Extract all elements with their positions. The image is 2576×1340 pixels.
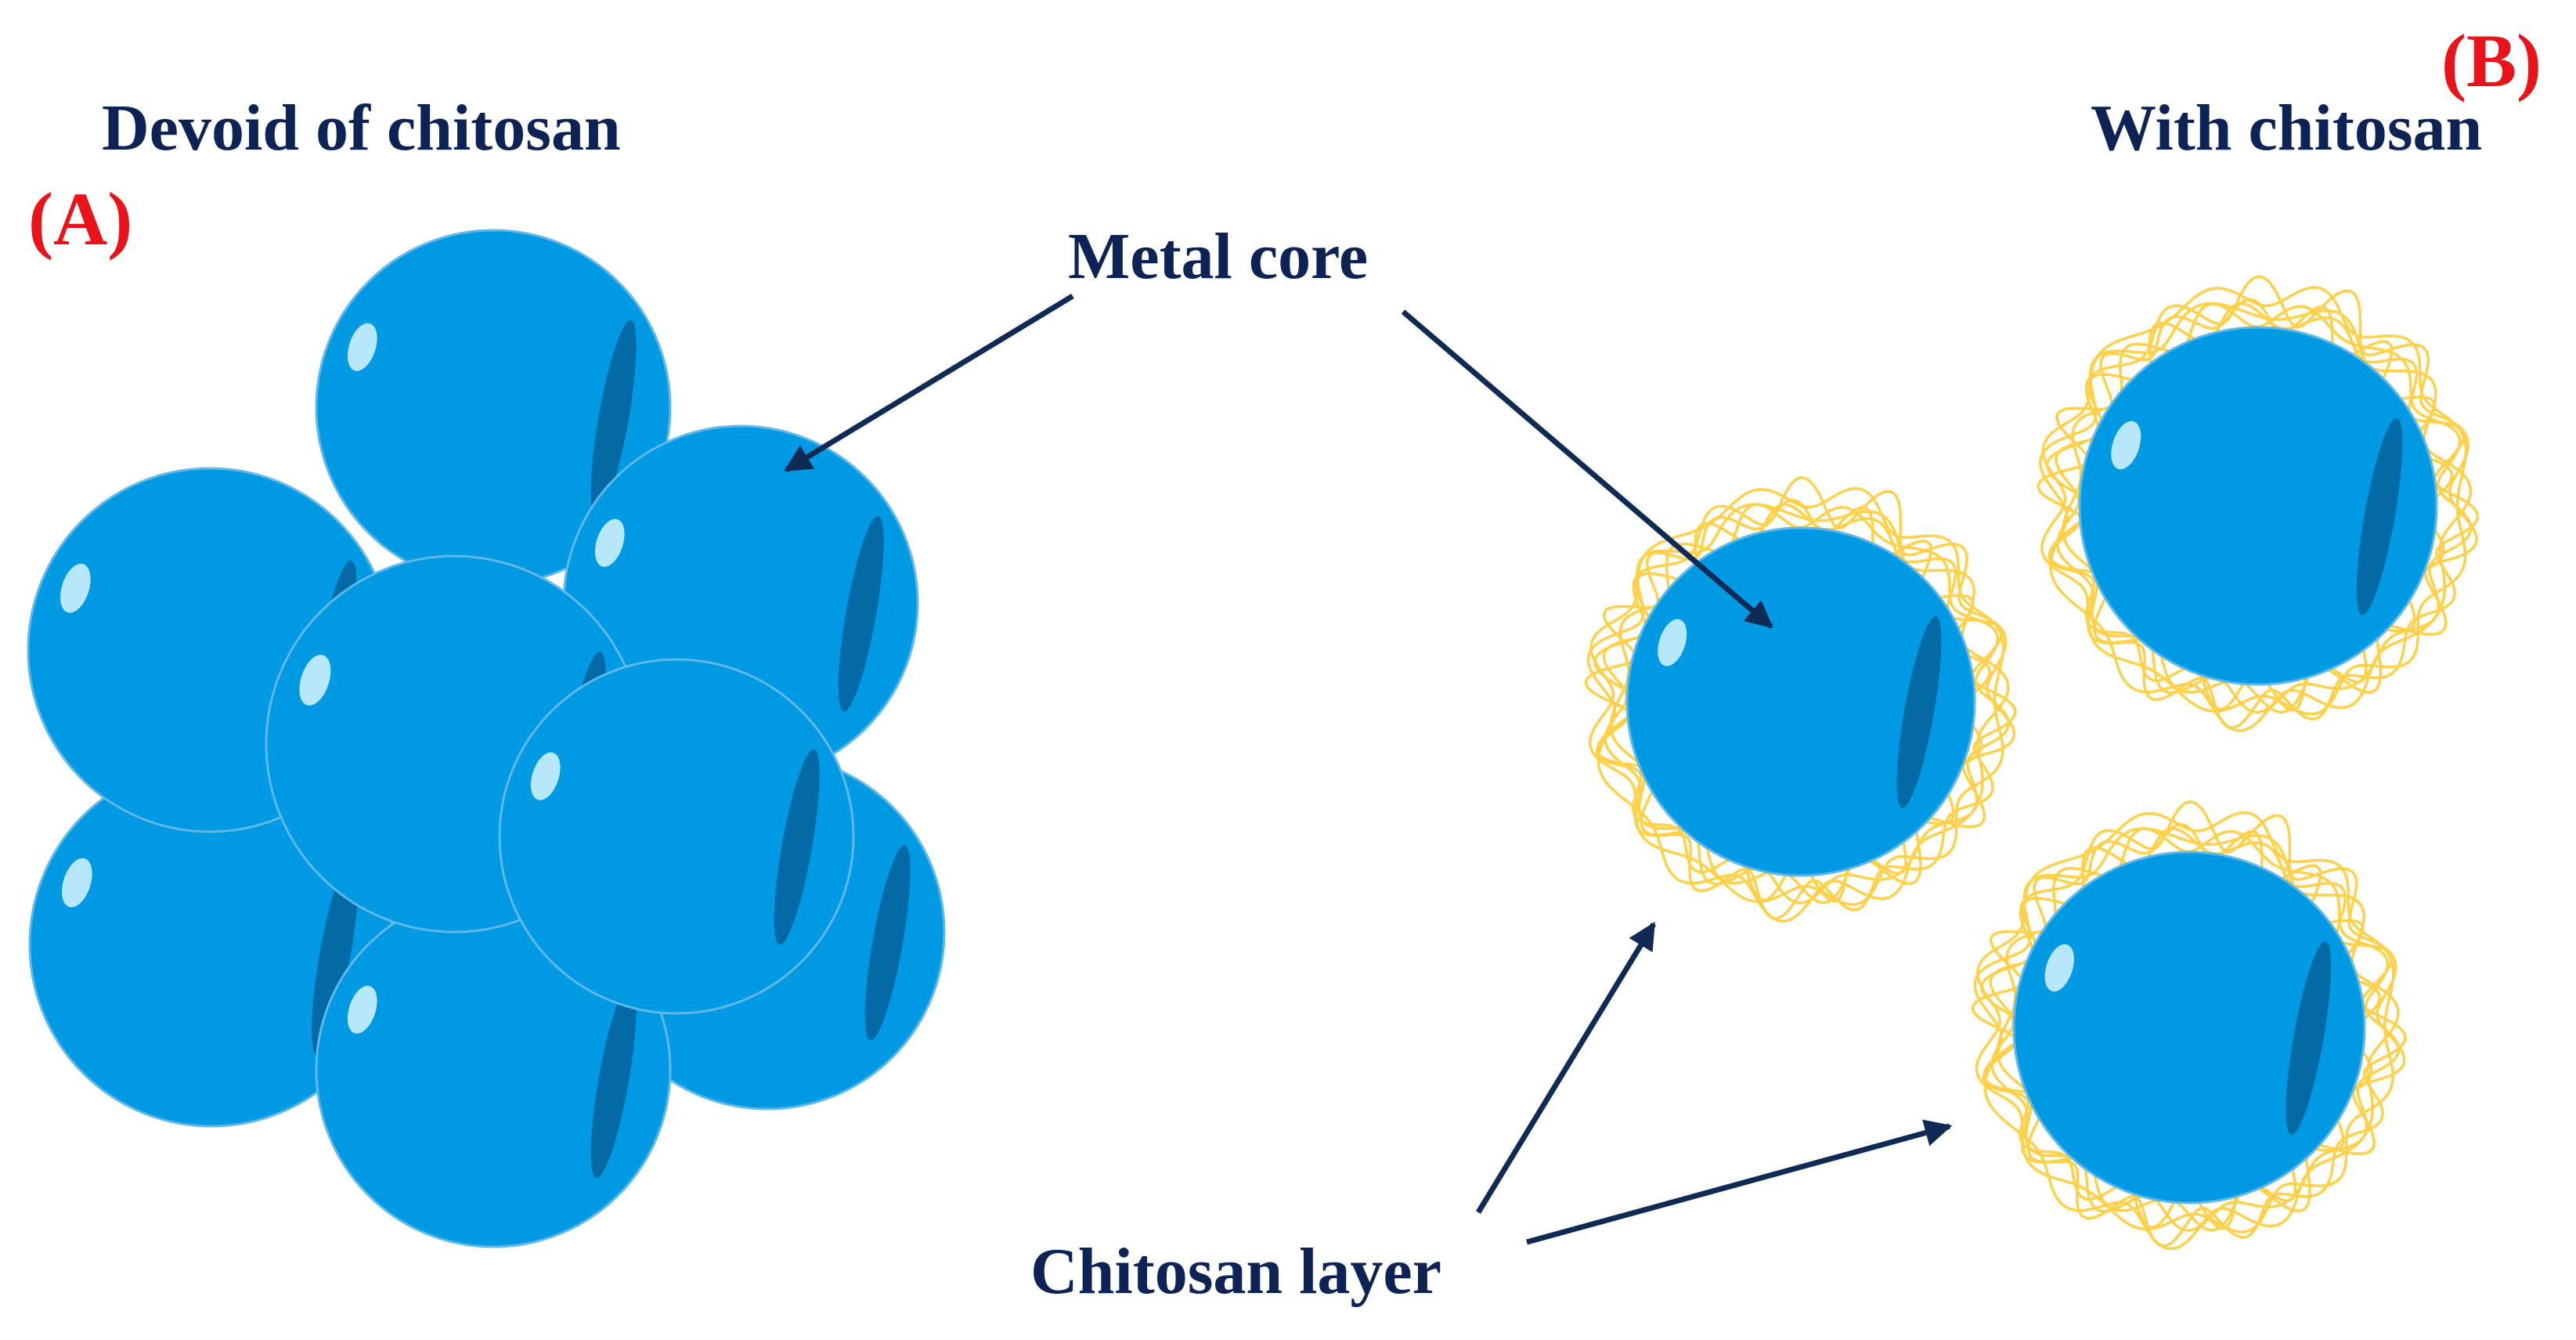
sphere-highlight: [594, 518, 625, 567]
sphere-highlight: [2044, 944, 2074, 992]
metal-core-sphere: [2078, 326, 2438, 686]
pointer-arrows: [784, 294, 1953, 1245]
bare-particle-8: [498, 658, 855, 1015]
metal-core-sphere: [498, 658, 855, 1015]
panel-b-title: With chitosan: [2091, 92, 2483, 164]
pointer-arrow-4: [1526, 1119, 1953, 1245]
coated-metal-core: [1625, 526, 1976, 877]
sphere-highlight: [347, 323, 377, 371]
pointer-arrow-1: [784, 294, 1074, 472]
sphere-highlight: [299, 654, 331, 706]
pointer-arrow-3: [1476, 922, 1656, 1214]
chitosan-strand: [1602, 503, 2017, 920]
metal-core-label: Metal core: [1068, 220, 1369, 293]
sphere-shadow: [2286, 941, 2332, 1136]
pointer-arrow-2: [1401, 309, 1773, 629]
coated-particle-1: [1584, 475, 2017, 923]
chitosan-shell: [2037, 275, 2479, 732]
metal-core-sphere: [2012, 851, 2366, 1205]
sphere-highlight: [61, 858, 92, 908]
sphere-shadow: [590, 320, 637, 516]
coated-nanoparticles: [1584, 275, 2479, 1251]
sphere-highlight: [60, 563, 91, 613]
sphere-highlight: [347, 985, 377, 1034]
chitosan-strand: [1975, 811, 2395, 1233]
sphere-shadow: [311, 854, 359, 1056]
sphere-shadow: [590, 982, 637, 1179]
sphere-highlight: [2111, 421, 2141, 470]
sphere-shadow: [838, 515, 884, 712]
sphere-shadow: [774, 749, 820, 945]
chitosan-strand: [2055, 302, 2479, 730]
coated-metal-core: [2078, 326, 2438, 686]
chitosan-strand: [2040, 286, 2468, 716]
chitosan-layer-label: Chitosan layer: [1030, 1235, 1441, 1308]
coated-particle-3: [1971, 800, 2407, 1251]
bare-particle-1: [315, 229, 672, 586]
sphere-highlight: [530, 752, 561, 800]
chitosan-strand: [1588, 486, 2005, 906]
sphere-shadow: [2356, 417, 2403, 616]
coated-particle-2: [2037, 275, 2479, 732]
panel-a-letter: (A): [28, 177, 133, 261]
metal-core-sphere: [1625, 526, 1976, 877]
sphere-highlight: [1658, 619, 1687, 666]
coated-metal-core: [2012, 851, 2366, 1205]
sphere-shadow: [1896, 616, 1942, 808]
panel-b-letter: (B): [2441, 19, 2542, 103]
panel-a-title: Devoid of chitosan: [102, 92, 621, 164]
sphere-shadow: [864, 844, 911, 1041]
uncoated-nanoparticle-aggregate: [27, 229, 946, 1248]
chitosan-strand: [1989, 827, 2407, 1248]
